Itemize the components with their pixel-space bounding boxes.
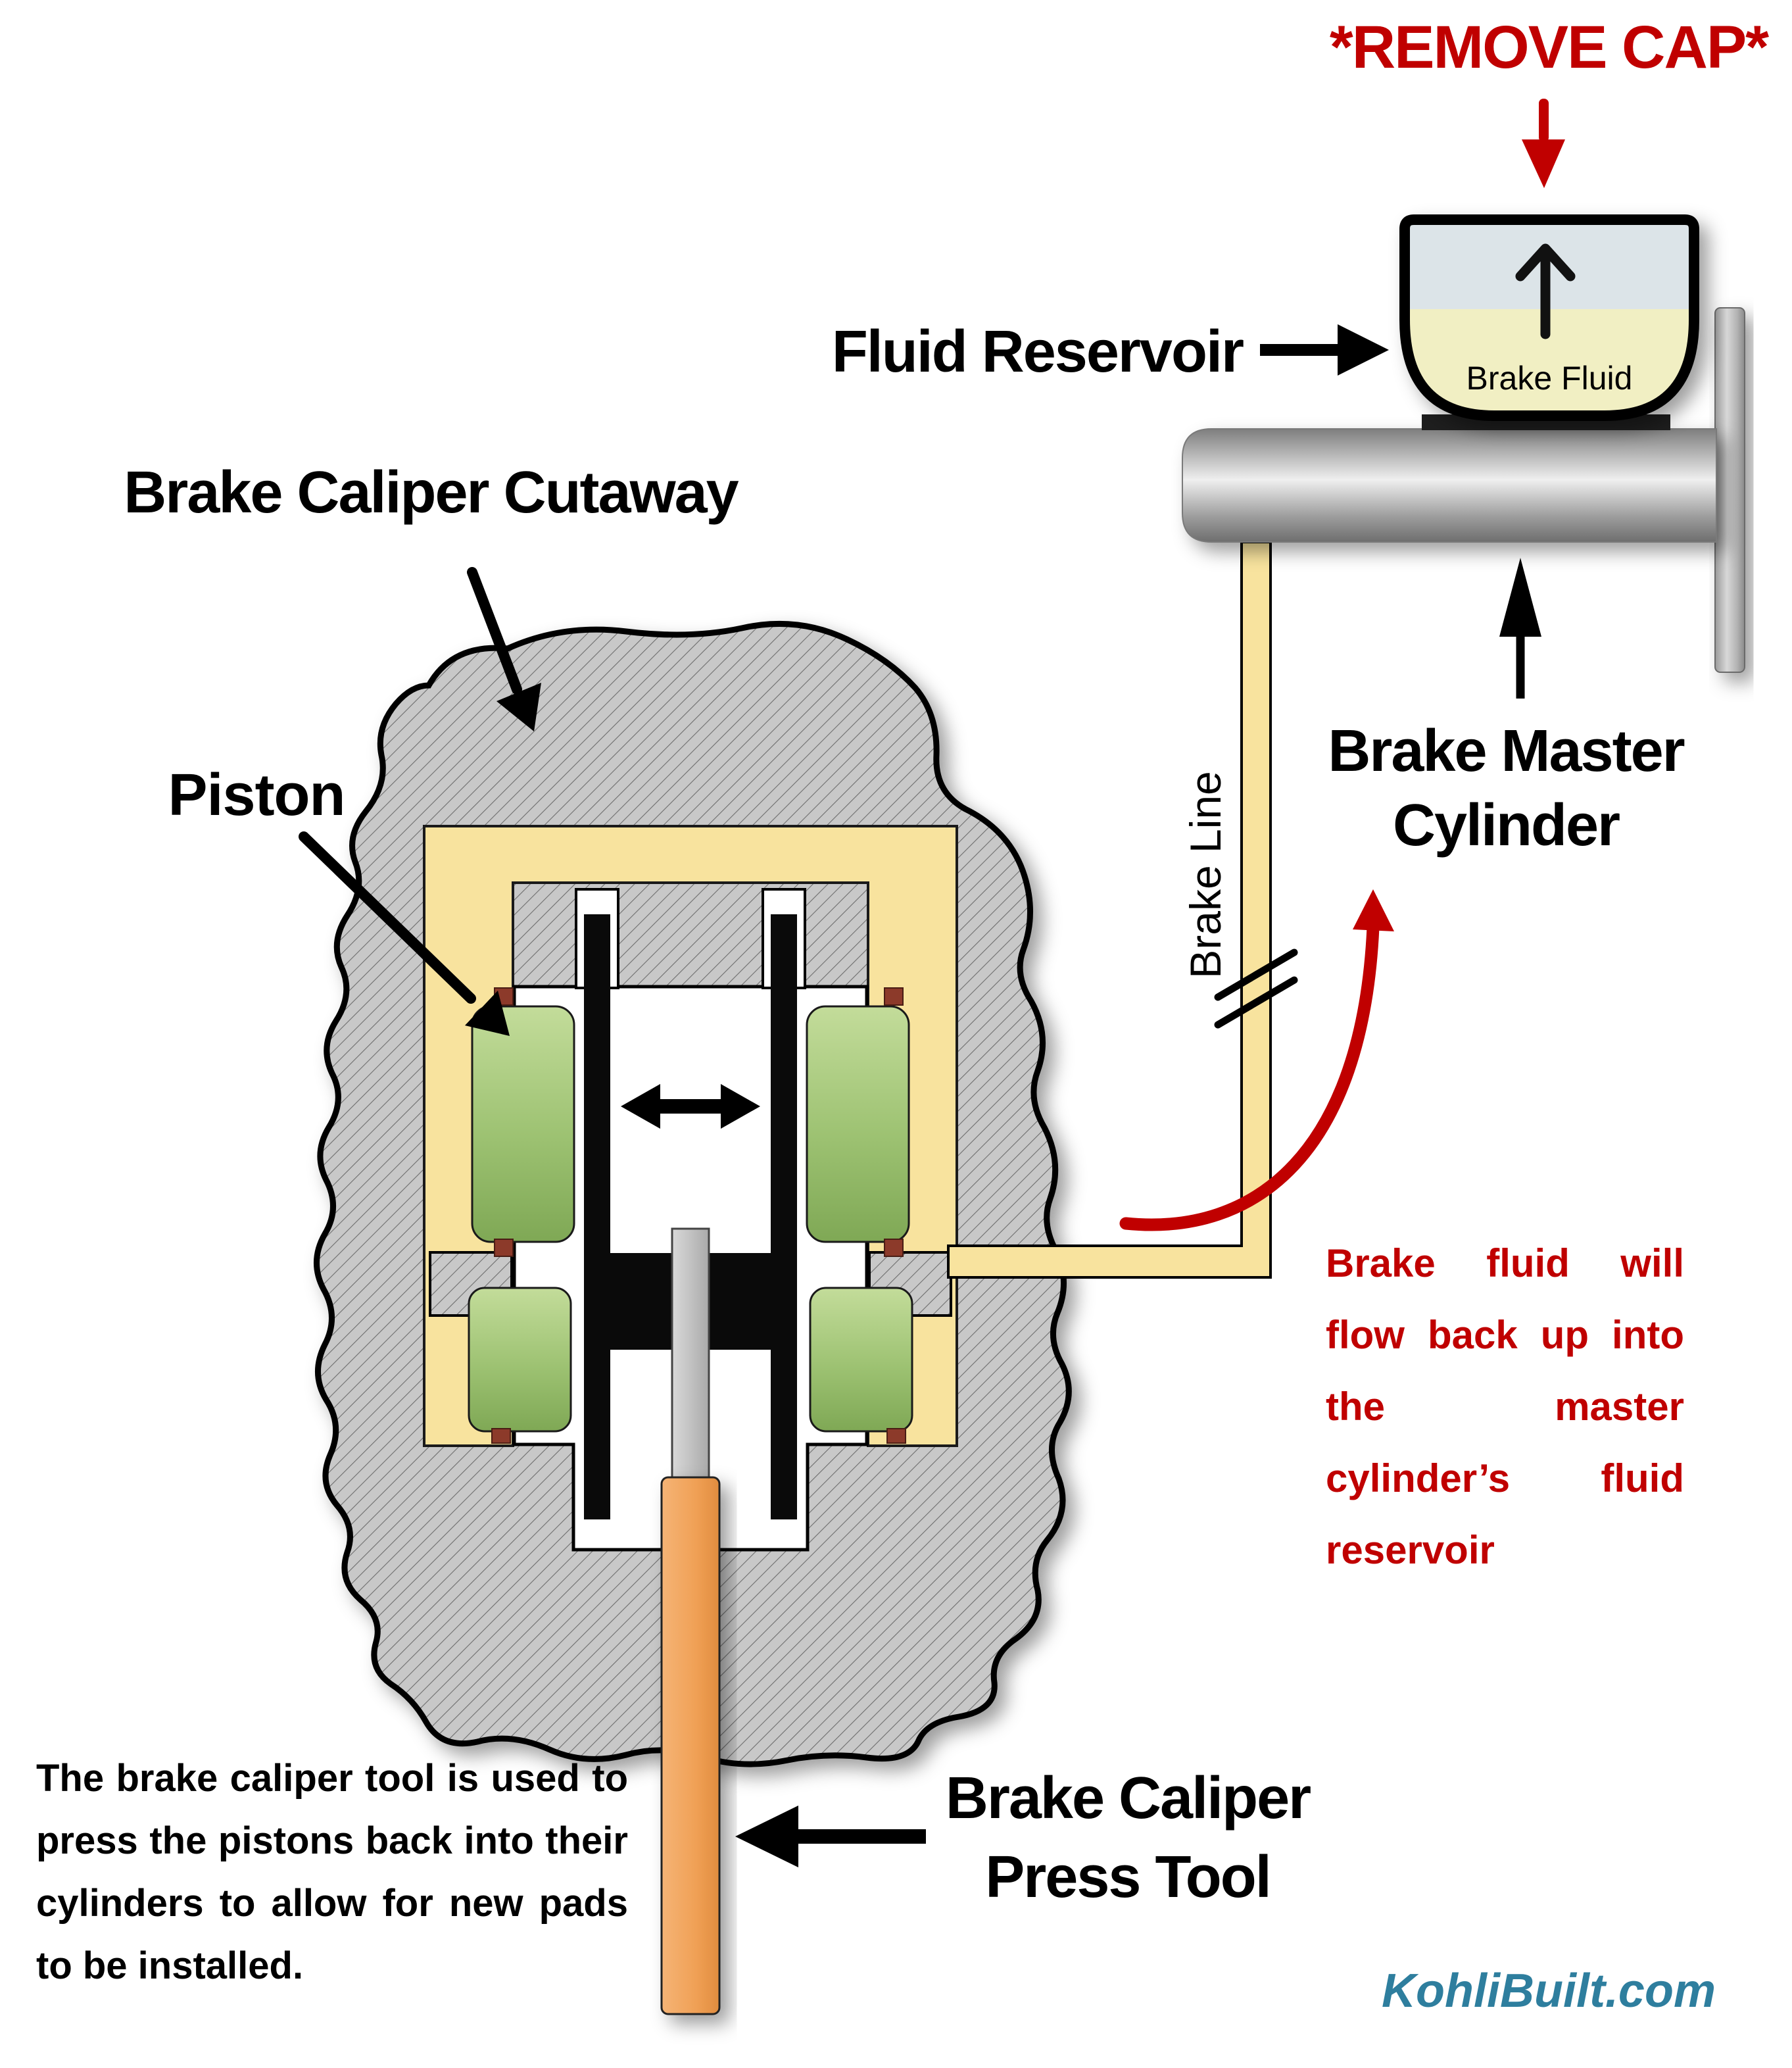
brake-line-break-symbol — [1214, 948, 1298, 1029]
piston-top-left — [471, 1005, 575, 1243]
piston-label: Piston — [168, 762, 345, 828]
fluid-reservoir-arrow — [1260, 324, 1389, 376]
tool-usage-note: The brake caliper tool is used to press … — [36, 1757, 628, 1987]
pad-motion-double-arrow-icon — [621, 1084, 760, 1129]
brake-pad-right — [771, 914, 797, 1519]
press-tool-shaft-orange — [660, 1476, 721, 2015]
remove-cap-label: *REMOVE CAP* — [1329, 14, 1769, 81]
fluid-reservoir-label: Fluid Reservoir — [831, 319, 1244, 385]
press-tool-shaft-gray — [671, 1227, 710, 1480]
piston-top-right — [806, 1005, 910, 1243]
brake-fluid-label: Brake Fluid — [1466, 360, 1633, 397]
master-cylinder-body — [1182, 428, 1717, 543]
fluid-rise-arrow-icon — [1515, 243, 1576, 339]
remove-cap-arrow — [1522, 99, 1565, 188]
press-tool-line1: Brake Caliper — [945, 1765, 1311, 1831]
piston-bottom-left — [468, 1287, 572, 1433]
cutaway-arrow — [467, 567, 541, 731]
brake-line-label: Brake Line — [1181, 771, 1230, 979]
mounting-flange — [1714, 307, 1745, 673]
fluid-flow-back-arrow — [1119, 889, 1394, 1231]
fluid-flow-note: Brake fluid will flow back up into the m… — [1326, 1241, 1684, 1572]
watermark: KohliBuilt.com — [1382, 1965, 1716, 2017]
piston-arrow — [299, 831, 510, 1036]
brake-caliper-cutaway-label: Brake Caliper Cutaway — [124, 460, 739, 526]
brake-caliper-press-tool-label: Brake Caliper Press Tool — [898, 1759, 1358, 1917]
master-cylinder-group — [1182, 214, 1745, 673]
press-tool-line2: Press Tool — [985, 1844, 1271, 1910]
brake-master-cylinder-label: Brake Master Cylinder — [1243, 714, 1769, 863]
brake-pad-left — [584, 914, 610, 1519]
brake-master-cylinder-line2: Cylinder — [1392, 793, 1620, 858]
master-cylinder-arrow — [1499, 558, 1541, 699]
piston-bottom-right — [809, 1287, 913, 1433]
brake-master-cylinder-line1: Brake Master — [1328, 718, 1685, 784]
press-tool-arrow — [735, 1806, 926, 1867]
